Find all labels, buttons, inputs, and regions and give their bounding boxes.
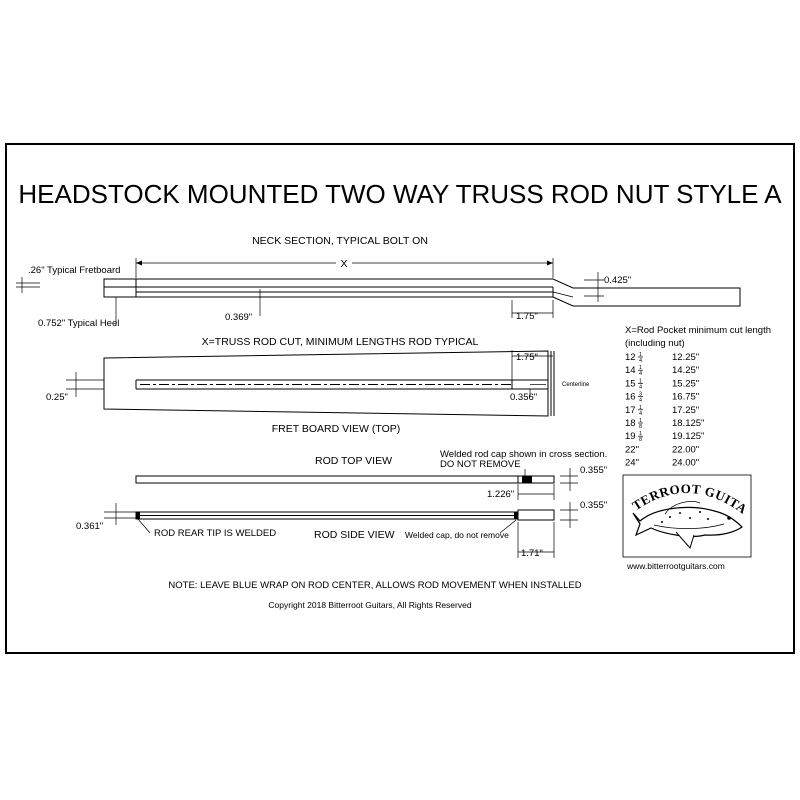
table-row-fraction-numerator: 1	[639, 418, 642, 424]
table-row-length: 24"	[625, 458, 639, 469]
table-row-length: 22"	[625, 444, 639, 455]
table-row-value: 19.125"	[672, 431, 704, 442]
x-dimension-label: X	[340, 258, 347, 270]
neck-body	[103, 278, 741, 307]
fretboard-label: .26" Typical Fretboard	[28, 265, 120, 276]
table-row: 24" 24.00"	[625, 458, 699, 469]
table-row-value: 15.25"	[672, 378, 699, 389]
table-row-fraction-denominator: 4	[639, 411, 642, 417]
welded-cap-label: Welded cap, do not remove	[405, 530, 509, 540]
table-row-length: 18	[625, 418, 636, 429]
neck-section: NECK SECTION, TYPICAL BOLT ON X .26" Typ…	[16, 235, 741, 329]
table-row-length: 15	[625, 378, 636, 389]
dim-0356: 0.356"	[510, 392, 537, 403]
website-label: www.bitterrootguitars.com	[626, 561, 725, 571]
heel-label: 0.752" Typical Heel	[38, 318, 119, 329]
dim-175-fretboard: 1.75"	[516, 352, 538, 363]
table-row-fraction-denominator: 4	[639, 371, 642, 377]
table-row-fraction-denominator: 8	[639, 437, 642, 443]
table-row-fraction-numerator: 1	[639, 405, 642, 411]
table-row-fraction-numerator: 3	[639, 392, 642, 398]
copyright: Copyright 2018 Bitterroot Guitars, All R…	[268, 600, 471, 610]
fretboard-view: X=TRUSS ROD CUT, MINIMUM LENGTHS ROD TYP…	[46, 336, 590, 435]
dim-1226: 1.226"	[487, 489, 514, 500]
dim-171: 1.71"	[521, 548, 543, 559]
rod-top-view-label: ROD TOP VIEW	[315, 455, 392, 467]
installation-note: NOTE: LEAVE BLUE WRAP ON ROD CENTER, ALL…	[168, 580, 581, 591]
table-row-fraction-denominator: 4	[639, 384, 642, 390]
dim-175-neck: 1.75"	[516, 311, 538, 322]
table-row-fraction-numerator: 1	[639, 431, 642, 437]
drawing-title: HEADSTOCK MOUNTED TWO WAY TRUSS ROD NUT …	[18, 179, 782, 209]
table-heading-1: X=Rod Pocket minimum cut length	[625, 325, 771, 336]
do-not-remove-label: DO NOT REMOVE	[440, 459, 521, 470]
welded-note: Welded rod cap shown in cross section.	[440, 449, 607, 460]
rod-top-view: ROD TOP VIEW Welded rod cap shown in cro…	[135, 449, 607, 500]
table-row-length: 12	[625, 352, 636, 363]
dim-0425: 0.425"	[604, 275, 631, 286]
table-row-fraction-numerator: 1	[639, 378, 642, 384]
dim-0361: 0.361"	[76, 521, 103, 532]
table-row-value: 24.00"	[672, 458, 699, 469]
dim-025: 0.25"	[46, 392, 68, 403]
table-row-fraction-numerator: 1	[639, 365, 642, 371]
trout-icon	[632, 501, 743, 550]
rear-tip-label: ROD REAR TIP IS WELDED	[154, 528, 276, 539]
dim-0369: 0.369"	[225, 312, 252, 323]
fretboard-view-heading: X=TRUSS ROD CUT, MINIMUM LENGTHS ROD TYP…	[202, 336, 479, 348]
drawing-frame	[5, 143, 795, 654]
table-row-fraction-denominator: 8	[639, 424, 642, 430]
table-row-value: 16.75"	[672, 392, 699, 403]
table-row-fraction-denominator: 4	[639, 358, 642, 364]
table-row-fraction-denominator: 4	[639, 398, 642, 404]
table-row-length: 16	[625, 392, 636, 403]
table-row-value: 12.25"	[672, 352, 699, 363]
fretboard-view-caption: FRET BOARD VIEW (TOP)	[272, 423, 401, 435]
pocket-length-table: X=Rod Pocket minimum cut length (includi…	[625, 325, 771, 469]
table-row-length: 14	[625, 365, 636, 376]
table-row-value: 14.25"	[672, 365, 699, 376]
dim-0355-side: 0.355"	[580, 500, 607, 511]
table-heading-2: (including nut)	[625, 338, 685, 349]
table-row: 22" 22.00"	[625, 444, 699, 455]
centerline-label: Centerline	[562, 382, 590, 388]
table-row-length: 19	[625, 431, 636, 442]
rod-side-view: 0.361" ROD REAR TIP IS WELDED ROD SIDE V…	[76, 500, 607, 559]
table-row-length: 17	[625, 405, 636, 416]
neck-section-heading: NECK SECTION, TYPICAL BOLT ON	[252, 235, 428, 247]
table-row-value: 17.25"	[672, 405, 699, 416]
table-row-value: 18.125"	[672, 418, 704, 429]
dim-0355-top: 0.355"	[580, 465, 607, 476]
rod-side-view-label: ROD SIDE VIEW	[314, 529, 395, 541]
table-row-fraction-numerator: 1	[639, 352, 642, 358]
table-row-value: 22.00"	[672, 444, 699, 455]
